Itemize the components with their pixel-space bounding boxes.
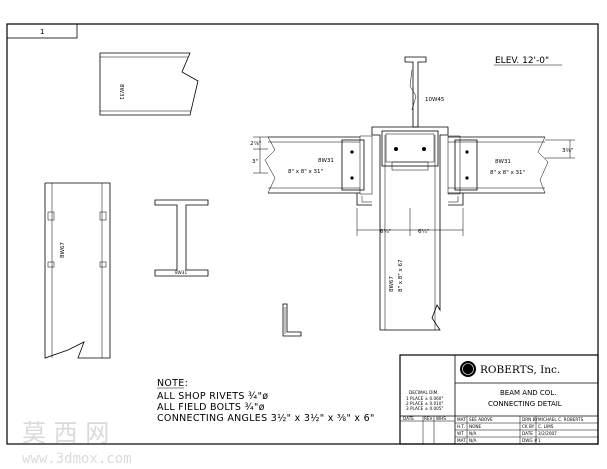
note-line-2: ALL FIELD BOLTS ¾"ø (157, 402, 265, 413)
section-tag: 8W31 (175, 270, 187, 275)
center-column-label: 8W67 (389, 276, 395, 292)
row3-val1: N/A (469, 431, 477, 436)
row2-val2: C. LIMS (538, 424, 554, 429)
notes: NOTE: ALL SHOP RIVETS ¾"ø ALL FIELD BOLT… (157, 378, 375, 424)
watermark: 莫 西 网 www.3dmox.com (22, 419, 132, 467)
watermark-url: www.3dmox.com (22, 451, 132, 467)
column-top-label: 10W45 (425, 97, 445, 103)
row4-key2: DWG # (522, 438, 538, 443)
company-name: ROBERTS, Inc. (480, 364, 560, 376)
sheet-number-box (6, 23, 78, 39)
note-line-1: ALL SHOP RIVETS ¾"ø (157, 391, 268, 402)
sheet-number: 1 (40, 28, 44, 36)
center-column-plate: 8" x 8" x 67 (398, 259, 404, 292)
decimal-line-2: 2 PLACE ± 0.010" (406, 401, 443, 406)
title-block: ROBERTS, Inc. BEAM AND COL. CONNECTING D… (399, 354, 599, 445)
top-beam-label: 8W31 (118, 84, 124, 100)
row1-key1: MAT (457, 417, 466, 422)
row4-val1: N/A (469, 438, 477, 443)
decimal-heading: DECIMAL DIM. (409, 390, 439, 395)
sheet-border (6, 23, 599, 445)
watermark-brand: 莫 西 网 (22, 419, 109, 447)
row1-key2: DRN BY (522, 417, 538, 422)
decimal-line-3: 3 PLACE ± 0.005" (406, 406, 443, 411)
column-top-stub (404, 56, 427, 128)
left-beam-label: 8W31 (318, 158, 334, 164)
connection-detail: 10W45 8W67 8" x 8" x 67 8W31 8" x 8" x 3… (250, 56, 575, 331)
note-line-3: CONNECTING ANGLES 3½" x 3½" x ⅜" x 6" (157, 413, 375, 424)
row1-val2: MICHAEL C. ROBERTS (538, 417, 584, 422)
dim-left-mid: 3" (252, 159, 258, 165)
decimal-line-1: 1 PLACE ± 0.060" (406, 396, 443, 401)
rev-header-rev: REV (424, 416, 433, 421)
left-column-label: 8W67 (60, 242, 66, 258)
row2-key2: CK BY (522, 424, 535, 429)
left-column-elevation: 8W67 (44, 182, 111, 359)
row3-key2: DATE (522, 431, 533, 436)
rev-header-whs: WHS (436, 416, 446, 421)
row2-key1: H.T. (457, 424, 465, 429)
beam-cross-section: 8W31 (154, 199, 209, 277)
notes-heading: NOTE: (157, 378, 188, 389)
row3-val2: 3/2/2007 (538, 431, 557, 436)
row4-val2: 1 (538, 438, 541, 443)
left-beam-plate: 8" x 8" x 31" (288, 169, 323, 175)
row4-key1: MAT (457, 438, 466, 443)
elevation-label: ELEV. 12'-0" (495, 56, 549, 66)
row1-val1: SEE ABOVE (469, 417, 493, 422)
dim-right-top: 3⅜" (562, 148, 573, 154)
title-line-2: CONNECTING DETAIL (488, 400, 562, 408)
row2-val1: NONE (469, 424, 482, 429)
dim-bottom-right: 6¼" (418, 229, 429, 235)
center-column (371, 126, 449, 331)
dim-left-top: 2⅞" (250, 141, 261, 147)
right-beam-plate: 8" x 8" x 31" (490, 170, 525, 176)
top-beam-elevation: 8W31 (99, 52, 199, 116)
title-line-1: BEAM AND COL. (500, 389, 556, 397)
rev-header-date: DATE (403, 416, 414, 421)
angle-detail (282, 303, 302, 337)
dim-bottom-left: 6¼" (380, 229, 391, 235)
right-beam-label: 8W31 (495, 159, 511, 165)
row3-key1: WT (457, 431, 464, 436)
